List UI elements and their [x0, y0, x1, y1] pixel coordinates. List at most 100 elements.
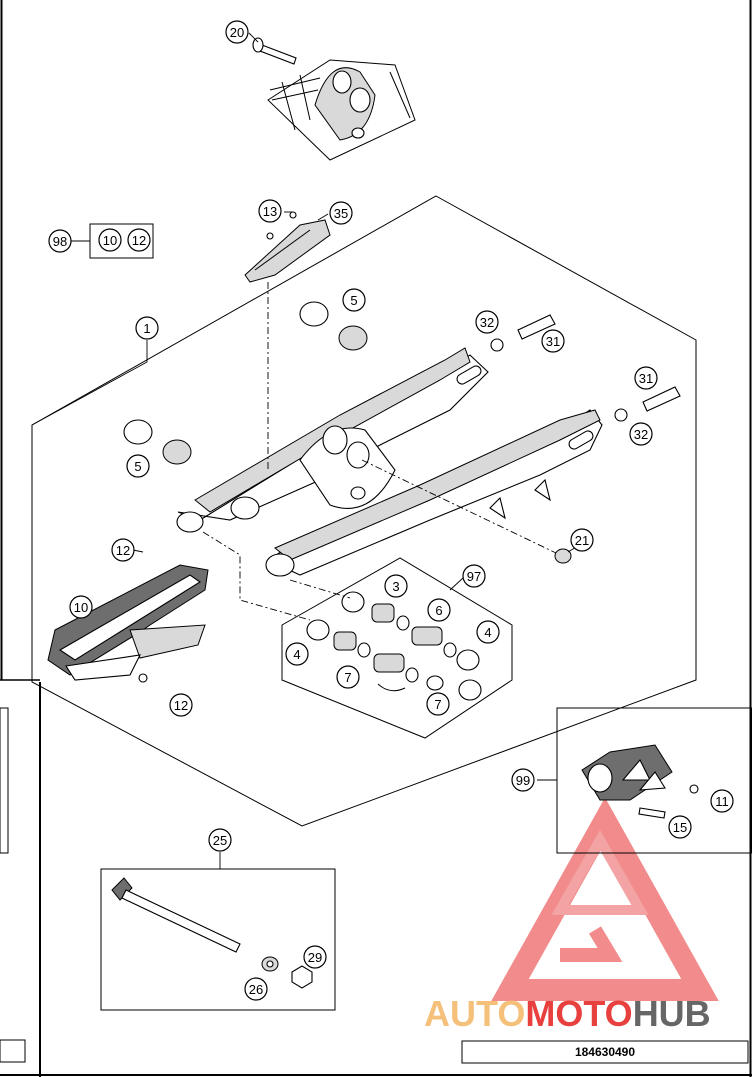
callout-circle: [426, 692, 450, 716]
assembly-dash-lines: [202, 282, 557, 621]
pivot-bolt-20: [252, 37, 297, 65]
callout-circle: [48, 229, 72, 253]
callout-label: 99: [516, 773, 530, 788]
callout-circle: [285, 642, 309, 666]
callout-label: 10: [74, 600, 88, 615]
callout-35: 35: [329, 201, 353, 225]
callout-circle: [127, 228, 151, 252]
callout-label: 5: [134, 459, 141, 474]
callout-label: 4: [484, 625, 491, 640]
callout-circle: [135, 316, 159, 340]
callout-circle: [336, 665, 360, 689]
callout-label: 15: [673, 820, 687, 835]
callout-circle: [634, 366, 658, 390]
callout-circle: [511, 768, 535, 792]
callout-label: 31: [639, 371, 653, 386]
callout-circle: [329, 201, 353, 225]
callout-circle: [98, 228, 122, 252]
callout-circle: [475, 310, 499, 334]
frame-fragment: [267, 59, 416, 161]
callout-label: 12: [174, 698, 188, 713]
callout-label: 3: [392, 579, 399, 594]
callout-label: 98: [53, 234, 67, 249]
callout-99: 99: [511, 768, 535, 792]
callout-circle: [225, 20, 249, 44]
callout-7: 7: [336, 665, 360, 689]
callout-4: 4: [476, 620, 500, 644]
callout-29: 29: [303, 945, 327, 969]
callout-label: 26: [249, 982, 263, 997]
callout-10: 10: [98, 228, 122, 252]
callout-circle: [342, 288, 366, 312]
reference-number-text: 184630490: [575, 1045, 635, 1059]
callout-label: 97: [467, 569, 481, 584]
callout-label: 7: [434, 697, 441, 712]
callout-circle: [476, 620, 500, 644]
chain-adjuster-bolts: [490, 314, 681, 422]
callout-12: 12: [127, 228, 151, 252]
callout-label: 6: [435, 603, 442, 618]
callout-circle: [384, 574, 408, 598]
callout-label: 11: [715, 794, 729, 809]
callout-13: 13: [258, 199, 282, 223]
callout-circle: [668, 815, 692, 839]
callout-circle: [629, 422, 653, 446]
callout-label: 35: [334, 206, 348, 221]
callout-3: 3: [384, 574, 408, 598]
callout-label: 21: [575, 533, 589, 548]
callout-12: 12: [169, 693, 193, 717]
callout-circle: [126, 454, 150, 478]
callout-circle: [427, 598, 451, 622]
callout-25: 25: [208, 828, 232, 852]
bearing-kit-97: [281, 557, 513, 739]
callout-5: 5: [126, 454, 150, 478]
callout-circle: [69, 595, 93, 619]
callout-31: 31: [634, 366, 658, 390]
watermark-text: AUTOMOTOHUB: [424, 993, 711, 1034]
callout-98: 98: [48, 229, 72, 253]
watermark-logo: AUTOMOTOHUB: [424, 797, 719, 1034]
callout-label: 29: [308, 950, 322, 965]
watermark-text-hub: HUB: [633, 993, 711, 1034]
callout-label: 25: [213, 833, 227, 848]
callout-7: 7: [426, 692, 450, 716]
callout-32: 32: [629, 422, 653, 446]
callout-circle: [541, 329, 565, 353]
callout-10: 10: [69, 595, 93, 619]
callout-circle: [169, 693, 193, 717]
callout-label: 10: [103, 233, 117, 248]
reference-number-box: 184630490: [461, 1040, 749, 1064]
callout-circle: [570, 528, 594, 552]
callout-label: 31: [546, 334, 560, 349]
callout-20: 20: [225, 20, 249, 44]
callout-label: 1: [143, 321, 150, 336]
callout-6: 6: [427, 598, 451, 622]
callout-label: 13: [263, 204, 277, 219]
chain-guide-35: [244, 211, 331, 283]
bearing-covers-5: [123, 301, 368, 465]
callout-circle: [244, 977, 268, 1001]
callout-label: 20: [230, 25, 244, 40]
callout-32: 32: [475, 310, 499, 334]
callout-label: 5: [350, 293, 357, 308]
watermark-text-moto: MOTO: [525, 993, 632, 1034]
mount-kit-99: [537, 707, 752, 854]
callout-label: 7: [344, 670, 351, 685]
callout-circle: [303, 945, 327, 969]
callout-4: 4: [285, 642, 309, 666]
callout-15: 15: [668, 815, 692, 839]
nut-21: [554, 548, 572, 564]
callout-11: 11: [710, 789, 734, 813]
callout-97: 97: [462, 564, 486, 588]
callout-circle: [258, 199, 282, 223]
axle-kit-25: [100, 852, 336, 1011]
callout-label: 12: [116, 543, 130, 558]
callout-label: 32: [480, 315, 494, 330]
callout-circle: [208, 828, 232, 852]
callout-bubbles: 20 98 10 12 13 35 5 1 32 31 31 32 5 21 12 97 3 10 6 4 4 7 7 12 9…: [48, 20, 734, 1001]
callout-label: 12: [132, 233, 146, 248]
swingarm-group-outline: [31, 195, 697, 827]
callout-circle: [111, 538, 135, 562]
watermark-text-auto: AUTO: [424, 993, 525, 1034]
